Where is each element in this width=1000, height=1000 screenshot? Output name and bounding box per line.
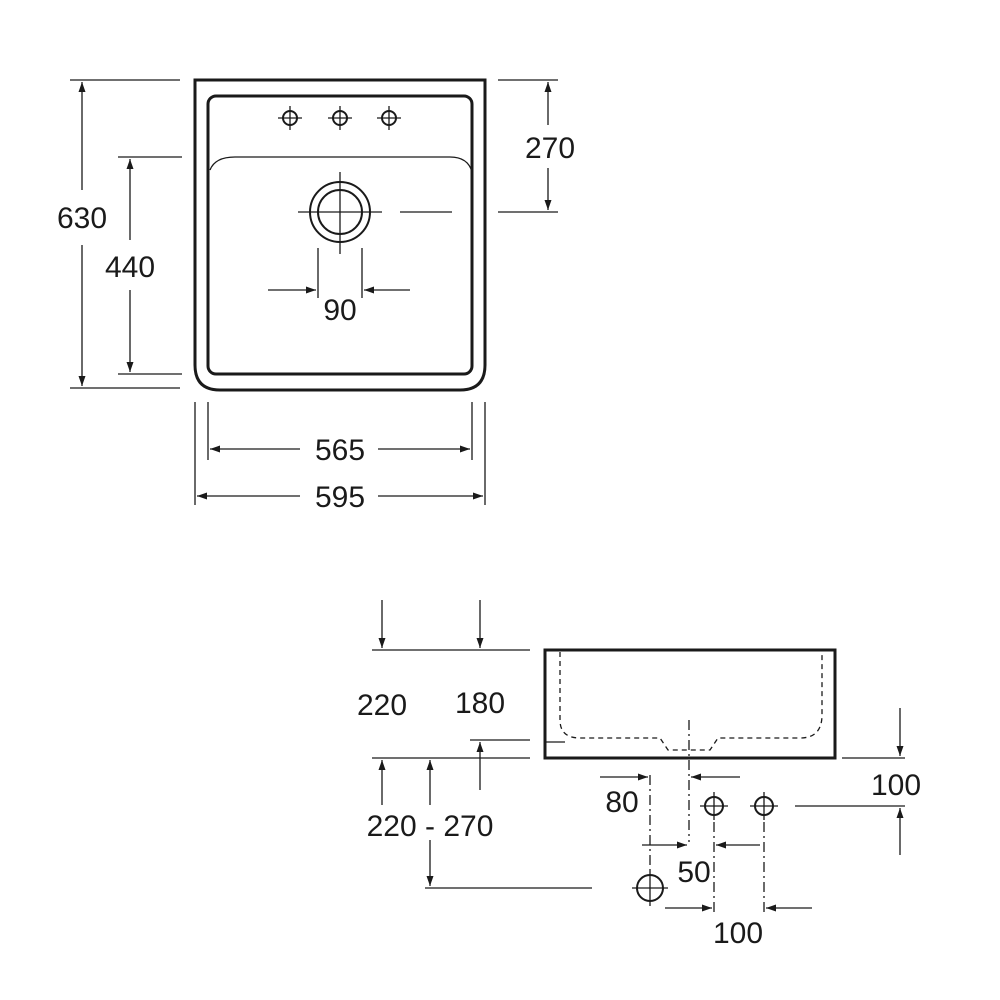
sink-outer-outline (193, 78, 487, 392)
dimension-50: 50 (642, 841, 760, 889)
basin-back-edge (209, 156, 473, 173)
dimension-565: 565 (207, 402, 473, 467)
dimension-100-right: 100 (871, 708, 921, 855)
dimension-80-label: 80 (605, 786, 638, 819)
waste-connection (632, 870, 668, 906)
dimension-100-bottom-label: 100 (713, 917, 763, 950)
dimension-595: 595 (194, 402, 486, 514)
dimension-220-270: 220 - 270 (367, 760, 494, 886)
sink-inner-rim (206, 94, 474, 376)
basin-hidden-line (559, 652, 823, 751)
dimension-630-label: 630 (57, 202, 107, 235)
dimension-80: 80 (600, 773, 740, 819)
dimension-100-right-label: 100 (871, 769, 921, 802)
connection-hole-left (700, 792, 728, 820)
dimension-630: 630 (57, 79, 180, 389)
dimension-90: 90 (268, 248, 410, 327)
dimension-100-bottom: 100 (665, 904, 812, 950)
dimension-220-270-label: 220 - 270 (367, 810, 494, 843)
dimension-180: 180 (455, 600, 505, 790)
dimension-220: 220 (357, 600, 407, 805)
tap-hole-left (278, 106, 302, 130)
drain-outlet (298, 172, 452, 254)
dimension-565-label: 565 (315, 434, 365, 467)
dimension-440-label: 440 (105, 251, 155, 284)
tap-hole-center (328, 106, 352, 130)
dimension-440: 440 (105, 156, 182, 375)
tap-hole-right (377, 106, 401, 130)
dimension-90-label: 90 (323, 294, 356, 327)
top-view: 630 440 270 90 (57, 78, 575, 514)
dimension-180-label: 180 (455, 687, 505, 720)
dimension-50-label: 50 (677, 856, 710, 889)
dimension-270-label: 270 (525, 132, 575, 165)
dimension-595-label: 595 (315, 481, 365, 514)
connection-hole-right (750, 792, 778, 820)
dimension-220-label: 220 (357, 689, 407, 722)
sink-side-outline (543, 648, 837, 760)
dimension-270: 270 (498, 79, 575, 213)
side-view: 220 180 220 - 270 80 50 (357, 600, 921, 950)
